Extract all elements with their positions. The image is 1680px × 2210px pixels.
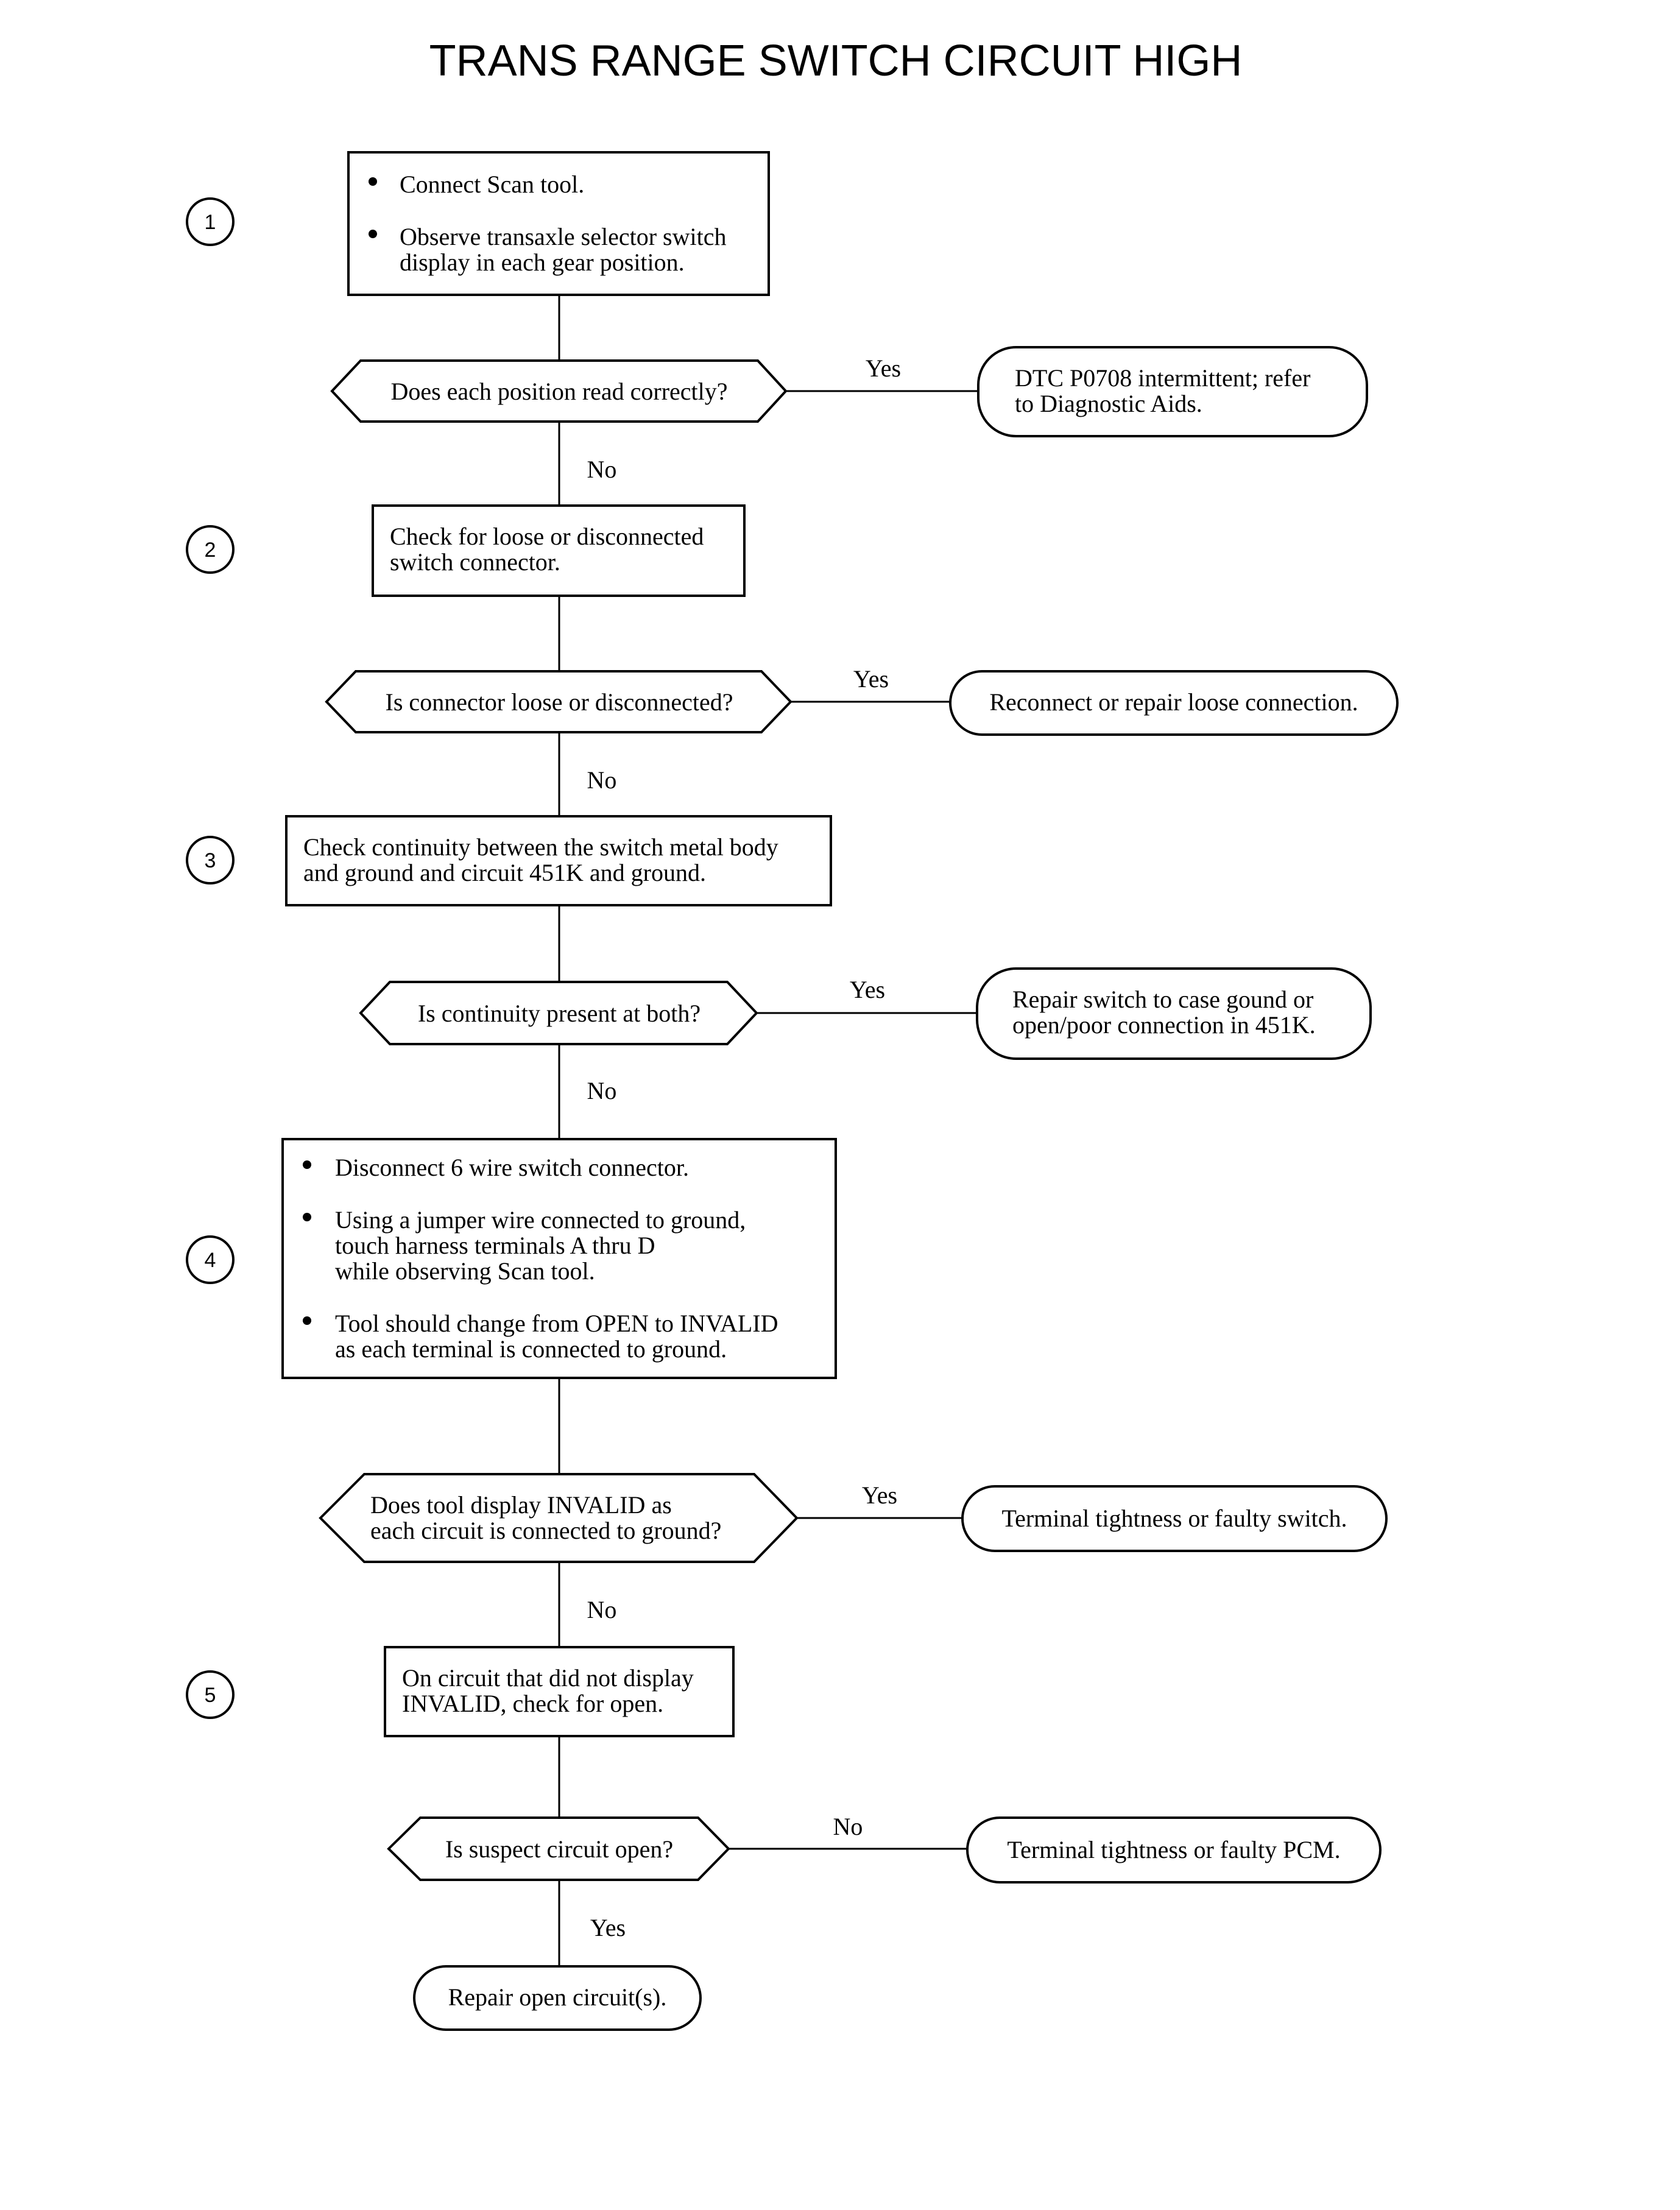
bullet-dot [303, 1160, 311, 1169]
decision-1-down-label: No [587, 456, 617, 483]
step-2-line-1: Check for loose or disconnected [390, 523, 704, 550]
decision-5-side-label: No [833, 1813, 863, 1840]
step-4-bullet-3-line-1: Tool should change from OPEN to INVALID [335, 1310, 778, 1337]
step-3-line-2: and ground and circuit 451K and ground. [303, 859, 706, 886]
decision-4-line-2: each circuit is connected to ground? [370, 1517, 721, 1544]
svg-text:1: 1 [205, 211, 216, 234]
decision-3-text: Is continuity present at both? [418, 1000, 701, 1027]
result-box-1 [977, 346, 1368, 437]
decision-4-side-label: Yes [862, 1481, 897, 1509]
decision-3-side-label: Yes [850, 976, 885, 1003]
step-marker-4: 4 [186, 1235, 235, 1284]
result-5-line-1: Terminal tightness or faulty PCM. [1007, 1836, 1340, 1863]
result-3-line-1: Repair switch to case gound or [1012, 986, 1313, 1013]
final-result-box [413, 1965, 702, 2031]
decision-1-side-label: Yes [866, 355, 901, 382]
step-box-3 [285, 815, 832, 906]
result-box-4 [961, 1485, 1388, 1552]
result-3-line-2: open/poor connection in 451K. [1012, 1011, 1316, 1039]
result-box-5 [966, 1816, 1382, 1883]
step-4-bullet-2-line-1: Using a jumper wire connected to ground, [335, 1206, 746, 1234]
decision-1-text: Does each position read correctly? [390, 378, 727, 405]
svg-text:4: 4 [205, 1249, 216, 1272]
bullet-dot [369, 230, 377, 238]
step-3-line-1: Check continuity between the switch meta… [303, 833, 778, 861]
step-1-bullet-1: Connect Scan tool. [400, 171, 584, 198]
result-box-3 [976, 967, 1372, 1060]
decision-diamond-1 [330, 359, 788, 423]
step-box-2 [372, 504, 746, 597]
decision-diamond-4 [319, 1473, 799, 1563]
step-4-bullet-2-line-2: touch harness terminals A thru D [335, 1232, 655, 1259]
bullet-dot [369, 177, 377, 186]
step-1-bullet-2-line-2: display in each gear position. [400, 249, 685, 276]
step-box-1 [347, 151, 770, 296]
decision-diamond-5 [387, 1816, 730, 1881]
result-1-line-2: to Diagnostic Aids. [1015, 390, 1202, 417]
decision-4-line-1: Does tool display INVALID as [370, 1491, 672, 1519]
step-box-4 [281, 1138, 837, 1379]
decision-2-down-label: No [587, 766, 617, 794]
decision-3-down-label: No [587, 1077, 617, 1104]
step-2-line-2: switch connector. [390, 548, 560, 576]
decision-diamond-2 [325, 670, 792, 733]
step-5-line-2: INVALID, check for open. [402, 1690, 663, 1717]
decision-diamond-3 [359, 981, 758, 1045]
bullet-dot [303, 1316, 311, 1325]
result-1-line-1: DTC P0708 intermittent; refer [1015, 364, 1310, 392]
decision-2-text: Is connector loose or disconnected? [386, 688, 733, 716]
step-box-5 [384, 1646, 735, 1737]
decision-5-text: Is suspect circuit open? [445, 1835, 673, 1863]
step-4-bullet-2-line-3: while observing Scan tool. [335, 1257, 595, 1285]
step-5-line-1: On circuit that did not display [402, 1664, 694, 1692]
step-marker-1: 1 [186, 197, 235, 246]
step-4-bullet-1: Disconnect 6 wire switch connector. [335, 1154, 689, 1181]
step-1-bullet-2-line-1: Observe transaxle selector switch [400, 223, 726, 250]
step-marker-2: 2 [186, 525, 235, 574]
decision-2-side-label: Yes [853, 665, 889, 693]
page-title: TRANS RANGE SWITCH CIRCUIT HIGH [429, 37, 1243, 85]
svg-text:3: 3 [205, 849, 216, 872]
step-marker-5: 5 [186, 1670, 235, 1719]
decision-4-down-label: No [587, 1596, 617, 1623]
svg-text:2: 2 [205, 538, 216, 562]
step-4-bullet-3-line-2: as each terminal is connected to ground. [335, 1335, 727, 1363]
result-2-line-1: Reconnect or repair loose connection. [989, 688, 1358, 716]
bullet-dot [303, 1213, 311, 1221]
result-box-2 [949, 670, 1399, 736]
decision-5-down-label: Yes [590, 1914, 626, 1941]
svg-text:5: 5 [205, 1684, 216, 1707]
step-marker-3: 3 [186, 836, 235, 884]
result-4-line-1: Terminal tightness or faulty switch. [1001, 1505, 1347, 1532]
final-result-text: Repair open circuit(s). [448, 1983, 667, 2011]
